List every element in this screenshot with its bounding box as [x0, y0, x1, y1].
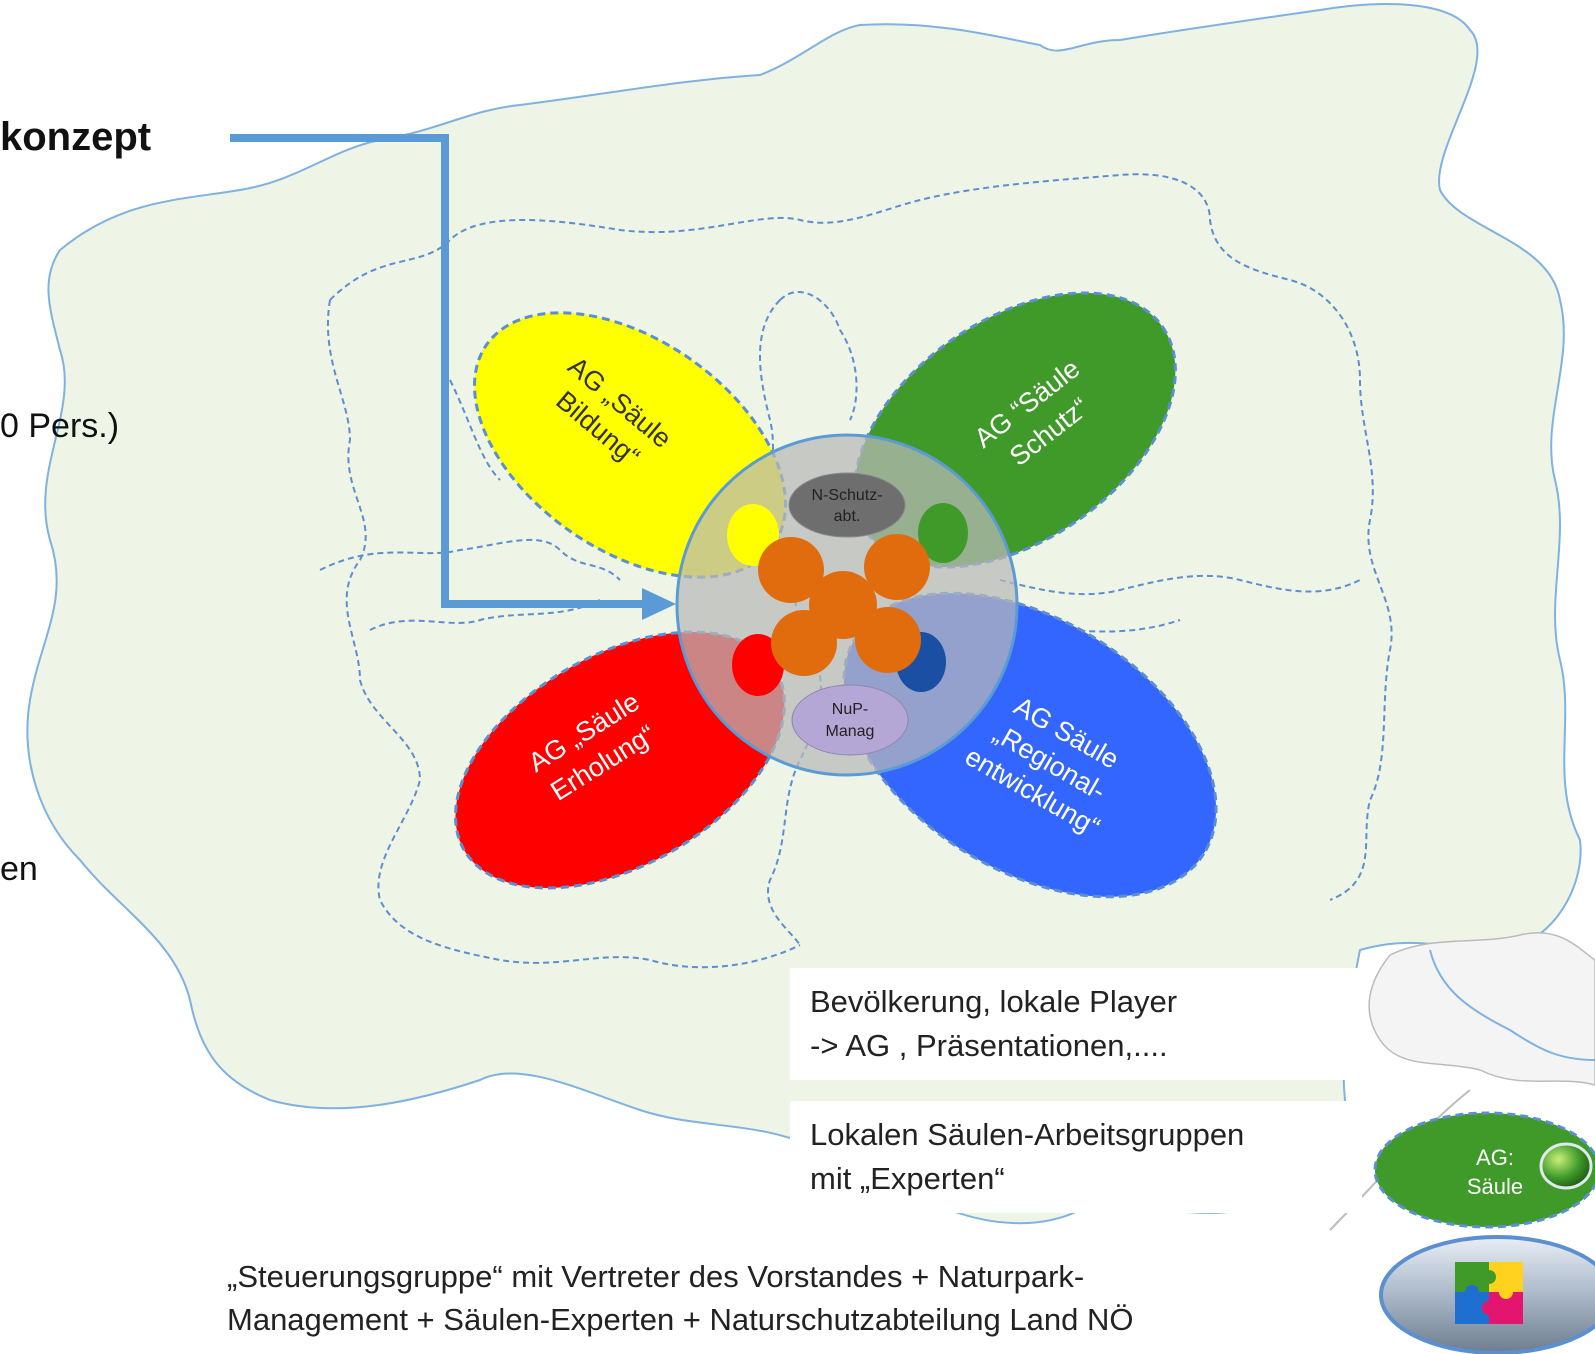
workgroups-line2: mit „Experten“: [810, 1161, 1005, 1197]
oval-nup-manag: [791, 684, 909, 756]
legend-green-ball: [1539, 1142, 1593, 1190]
persons-fragment: 0 Pers.): [0, 407, 120, 445]
connector-arrow-line: [230, 134, 650, 608]
concept-title-fragment: konzept: [0, 115, 152, 159]
population-line1: Bevölkerung, lokale Player: [810, 984, 1178, 1019]
orange-circle-1: [758, 537, 824, 603]
orange-circles: [758, 534, 930, 676]
mini-green: [918, 503, 968, 563]
workgroups-box: Lokalen Säulen-Arbeitsgruppen mit „Exper…: [790, 1101, 1362, 1213]
workgroups-line1: Lokalen Säulen-Arbeitsgruppen: [810, 1117, 1245, 1152]
n-schutz-line1: N-Schutz-: [811, 487, 882, 504]
legend-ag-oval: [1373, 1111, 1595, 1229]
steering-group-caption: „Steuerungsgruppe“ mit Vertreter des Vor…: [227, 1255, 1327, 1342]
inset-map: [1368, 932, 1595, 1086]
n-schutz-line2: abt.: [834, 508, 861, 525]
caption-line2: Management + Säulen-Experten + Naturschu…: [227, 1302, 1134, 1338]
inset-map-line: [1429, 949, 1595, 1061]
mini-red: [732, 634, 784, 696]
orange-circle-5: [855, 607, 921, 673]
nup-line1: NuP-: [832, 701, 868, 718]
en-fragment: en: [0, 850, 38, 888]
orange-circle-4: [771, 610, 837, 676]
population-box: Bevölkerung, lokale Player -> AG , Präse…: [790, 968, 1362, 1080]
orange-circle-2: [864, 534, 930, 600]
nup-line2: Manag: [826, 723, 875, 740]
population-line2: -> AG , Präsentationen,....: [810, 1028, 1168, 1064]
connector-arrowhead: [642, 588, 676, 620]
legend-ag-line1: AG:: [1476, 1145, 1514, 1170]
oval-n-schutz: [788, 472, 906, 538]
legend-ag-line2: Säule: [1467, 1174, 1523, 1199]
puzzle-icon: [1455, 1262, 1523, 1324]
caption-line1: „Steuerungsgruppe“ mit Vertreter des Vor…: [227, 1259, 1085, 1294]
